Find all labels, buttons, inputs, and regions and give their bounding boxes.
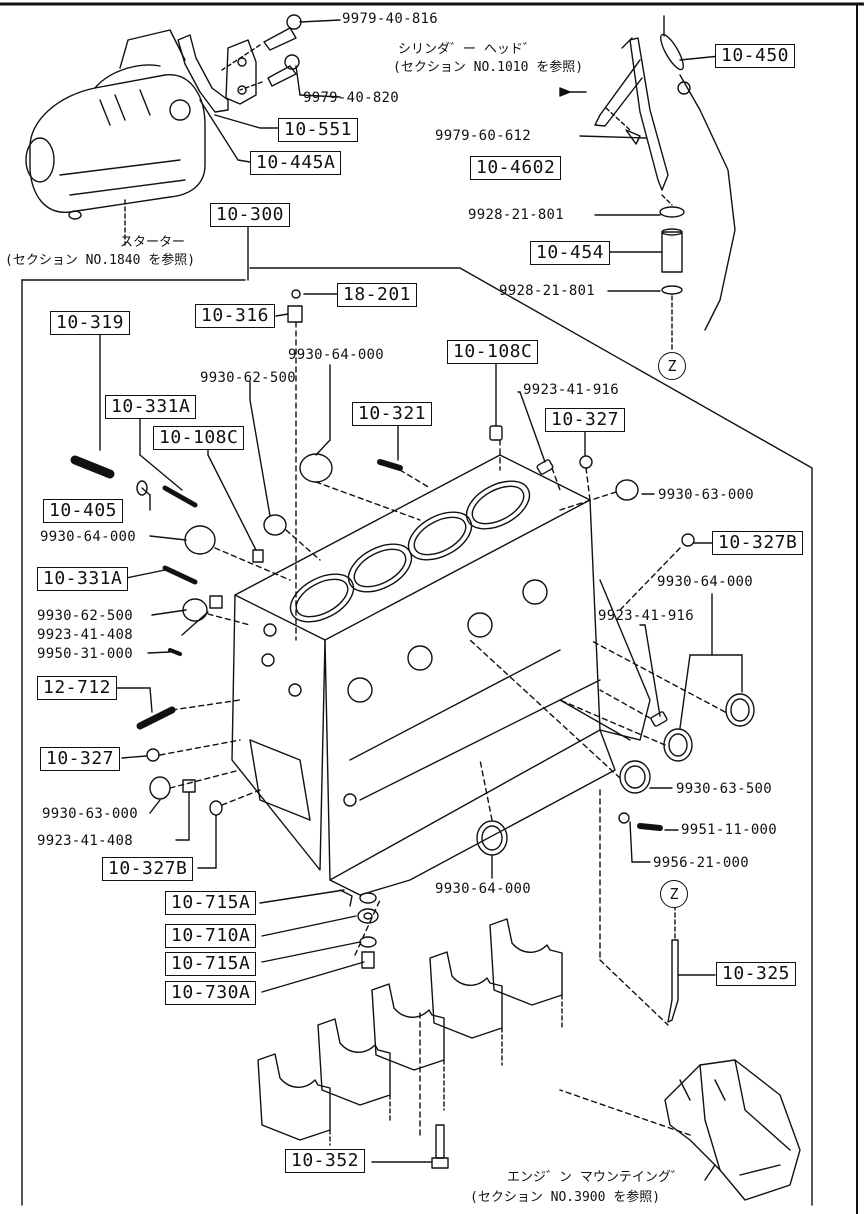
ref-box-10-715a-bottom[interactable]: 10-715A <box>165 952 257 976</box>
ref-box-10-321[interactable]: 10-321 <box>352 402 433 426</box>
engine-mount-section-ref[interactable]: (セクション NO.3900 を参照) <box>470 1190 661 1205</box>
engine-mount-note: エンジ゛ン マウンテイング゛ <box>507 1170 684 1185</box>
ref-box-10-319[interactable]: 10-319 <box>50 311 131 335</box>
starter-motor-drawing <box>25 29 206 246</box>
part-number-label: 9956-21-000 <box>653 855 750 871</box>
cylinder-head-section-ref[interactable]: (セクション NO.1010 を参照) <box>393 60 584 75</box>
ref-box-10-405[interactable]: 10-405 <box>43 499 124 523</box>
ref-box-10-454[interactable]: 10-454 <box>530 241 611 265</box>
ref-box-10-551[interactable]: 10-551 <box>278 118 359 142</box>
cylinder-head-note: シリンダ゛ー ヘッド゛ <box>398 42 536 57</box>
part-number-label: 9930-64-000 <box>435 881 532 897</box>
part-number-label: 9930-62-500 <box>200 370 297 386</box>
ref-box-10-108c-left[interactable]: 10-108C <box>153 426 245 450</box>
part-number-label: 9923-41-408 <box>37 627 134 643</box>
ref-box-10-445a[interactable]: 10-445A <box>250 151 342 175</box>
ref-box-18-201[interactable]: 18-201 <box>337 283 418 307</box>
part-number-label: 9979-40-820 <box>303 90 400 106</box>
ref-box-10-325[interactable]: 10-325 <box>716 962 797 986</box>
part-number-label: 9979-40-816 <box>342 11 439 27</box>
starter-section-ref[interactable]: (セクション NO.1840 を参照) <box>5 253 196 268</box>
ref-box-10-710a[interactable]: 10-710A <box>165 924 257 948</box>
ref-box-10-316[interactable]: 10-316 <box>195 304 276 328</box>
ref-box-10-327b-left[interactable]: 10-327B <box>102 857 194 881</box>
ref-box-10-730a[interactable]: 10-730A <box>165 981 257 1005</box>
part-number-label: 9928-21-801 <box>468 207 565 223</box>
part-number-label: 9930-64-000 <box>288 347 385 363</box>
ref-box-10-331a-left[interactable]: 10-331A <box>37 567 129 591</box>
ref-box-10-108c-top[interactable]: 10-108C <box>447 340 539 364</box>
part-number-label: 9930-63-000 <box>42 806 139 822</box>
ref-box-12-712[interactable]: 12-712 <box>37 676 118 700</box>
ref-box-10-327-left[interactable]: 10-327 <box>40 747 121 771</box>
main-bearing-caps-drawing <box>257 918 563 1146</box>
starter-note: スターター <box>120 235 186 250</box>
dipstick-tube-drawing <box>579 15 736 353</box>
ref-box-10-352[interactable]: 10-352 <box>285 1149 366 1173</box>
part-number-label: 9930-63-000 <box>658 487 755 503</box>
part-number-label: 9923-41-408 <box>37 833 134 849</box>
part-number-label: 9930-64-000 <box>40 529 137 545</box>
part-number-label: 9923-41-916 <box>523 382 620 398</box>
part-number-label: 9930-62-500 <box>37 608 134 624</box>
part-number-label: 9979-60-612 <box>435 128 532 144</box>
ref-box-10-715a-top[interactable]: 10-715A <box>165 891 257 915</box>
ref-box-10-300[interactable]: 10-300 <box>210 203 291 227</box>
connector-z-marker-bottom[interactable]: Z <box>660 880 688 908</box>
part-number-label: 9950-31-000 <box>37 646 134 662</box>
ref-box-10-450[interactable]: 10-450 <box>715 44 796 68</box>
part-number-label: 9923-41-916 <box>598 608 695 624</box>
cylinder-block-drawing <box>231 454 651 896</box>
engine-mount-drawing <box>664 1059 801 1201</box>
ref-box-10-331a-top[interactable]: 10-331A <box>105 395 197 419</box>
part-number-label: 9928-21-801 <box>499 283 596 299</box>
ref-box-10-4602[interactable]: 10-4602 <box>470 156 562 180</box>
part-number-label: 9930-64-000 <box>657 574 754 590</box>
ref-box-10-327-top[interactable]: 10-327 <box>545 408 626 432</box>
connector-z-marker-top[interactable]: Z <box>658 352 686 380</box>
ref-box-10-327b-right[interactable]: 10-327B <box>712 531 804 555</box>
part-number-label: 9930-63-500 <box>676 781 773 797</box>
part-number-label: 9951-11-000 <box>681 822 778 838</box>
